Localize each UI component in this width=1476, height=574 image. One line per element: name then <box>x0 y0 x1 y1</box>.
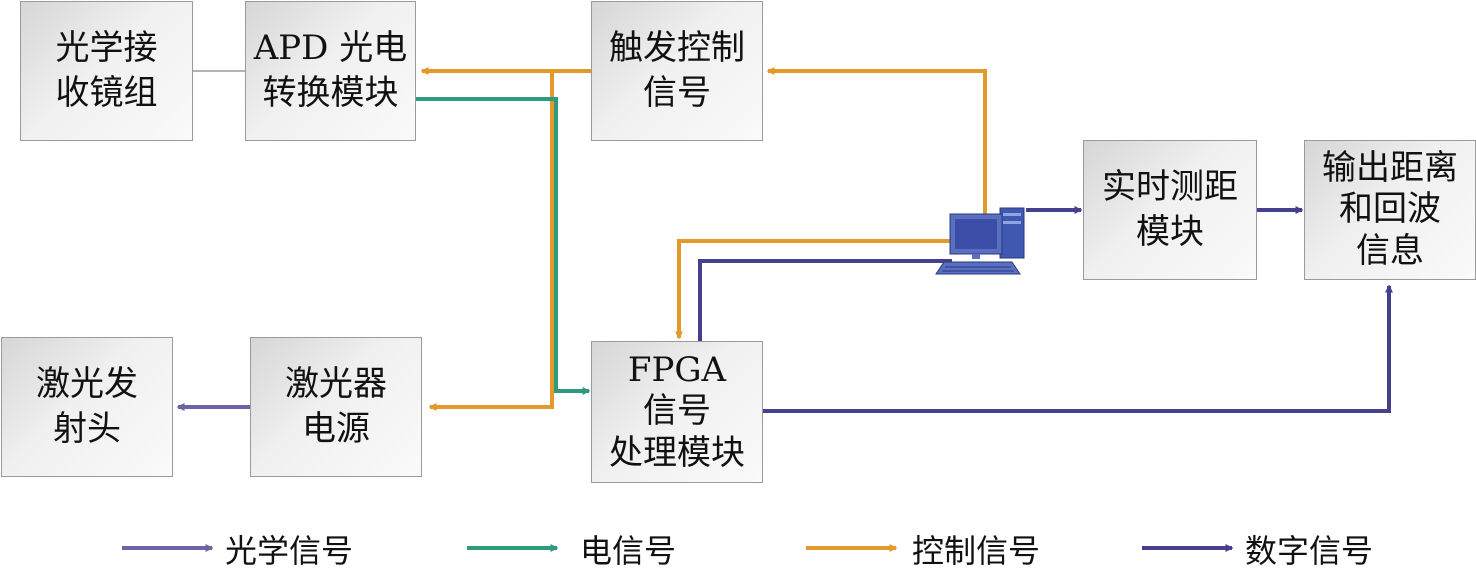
block-text-line: APD 光电 <box>253 28 408 69</box>
block-text-line: 激光发 <box>36 364 138 405</box>
block-text-line: 和回波 <box>1339 189 1441 230</box>
block-text-line: 射头 <box>53 409 121 449</box>
legend-label-digital: 数字信号 <box>1245 532 1374 570</box>
legend-label-electrical: 电信号 <box>580 532 677 570</box>
block-text-line: FPGA <box>627 349 727 390</box>
laser-power-block: 激光器 电源 <box>250 337 422 477</box>
wire-fpga-to-output <box>763 284 1393 413</box>
laser-head-block: 激光发 射头 <box>1 337 173 477</box>
block-text-line: 处理模块 <box>609 432 745 473</box>
realtime-ranging-block: 实时测距 模块 <box>1083 140 1257 280</box>
block-text-line: 光学接 <box>55 28 158 69</box>
block-text-line: 触发控制 <box>609 28 745 69</box>
computer-icon <box>935 207 1025 275</box>
block-text-line: 信息 <box>1356 230 1424 271</box>
trigger-signal-block: 触发控制 信号 <box>591 1 763 141</box>
block-text-line: 输出距离 <box>1322 147 1458 188</box>
optical-receiver-block: 光学接 收镜组 <box>20 1 193 141</box>
legend-label-optical: 光学信号 <box>225 532 354 570</box>
wire-computer-to-fpga <box>675 239 950 340</box>
wire-fpga-to-computer <box>698 259 952 341</box>
wire-apd-to-fpga <box>416 97 591 395</box>
block-text-line: 收镜组 <box>55 73 158 113</box>
apd-module-block: APD 光电 转换模块 <box>245 1 416 141</box>
block-text-line: 实时测距 <box>1102 167 1238 208</box>
fpga-module-block: FPGA 信号 处理模块 <box>591 341 763 483</box>
block-text-line: 信号 <box>643 391 711 432</box>
block-text-line: 电源 <box>302 409 370 449</box>
wire-control-to-laser-power <box>428 71 554 411</box>
wire-computer-to-trigger <box>766 67 987 217</box>
block-text-line: 转换模块 <box>262 73 399 113</box>
legend-label-control: 控制信号 <box>912 532 1041 570</box>
block-text-line: 模块 <box>1136 212 1204 252</box>
output-info-block: 输出距离 和回波 信息 <box>1304 140 1476 280</box>
block-text-line: 信号 <box>643 73 711 113</box>
block-text-line: 激光器 <box>285 364 387 405</box>
